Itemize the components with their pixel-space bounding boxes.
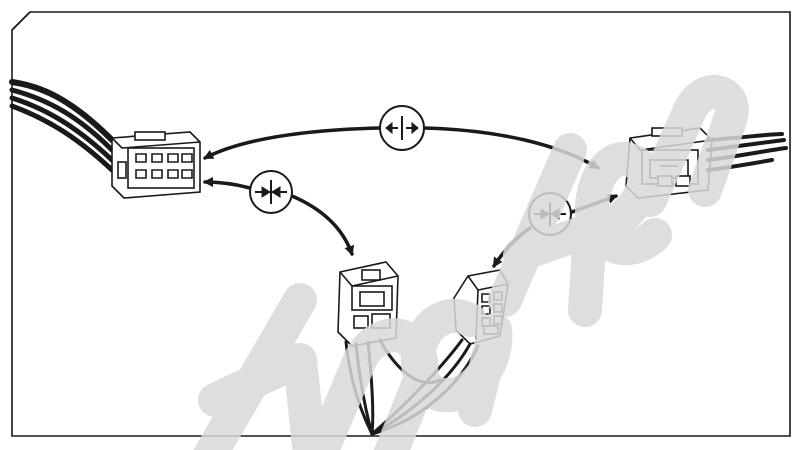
arrow-top-to-left bbox=[203, 126, 382, 160]
arrow-top-to-right bbox=[422, 126, 600, 170]
arrow-mid-to-left bbox=[203, 177, 252, 190]
right-harness-wires bbox=[706, 132, 788, 172]
connect-symbol-right bbox=[528, 192, 572, 236]
arrow-right-to-right-connector bbox=[570, 194, 618, 214]
arrow-mid-to-bottom-left bbox=[290, 194, 355, 256]
bottom-left-connector bbox=[337, 261, 399, 347]
bottom-harness-wires bbox=[344, 338, 480, 436]
left-harness-wires bbox=[9, 79, 115, 173]
right-connector bbox=[625, 127, 713, 199]
diagram-frame bbox=[11, 11, 791, 437]
disconnect-symbol bbox=[379, 105, 425, 151]
connect-symbol-left bbox=[249, 170, 293, 214]
arrow-right-to-bottom-right bbox=[492, 226, 532, 268]
bottom-right-connector bbox=[453, 269, 509, 345]
left-connector bbox=[111, 131, 201, 199]
